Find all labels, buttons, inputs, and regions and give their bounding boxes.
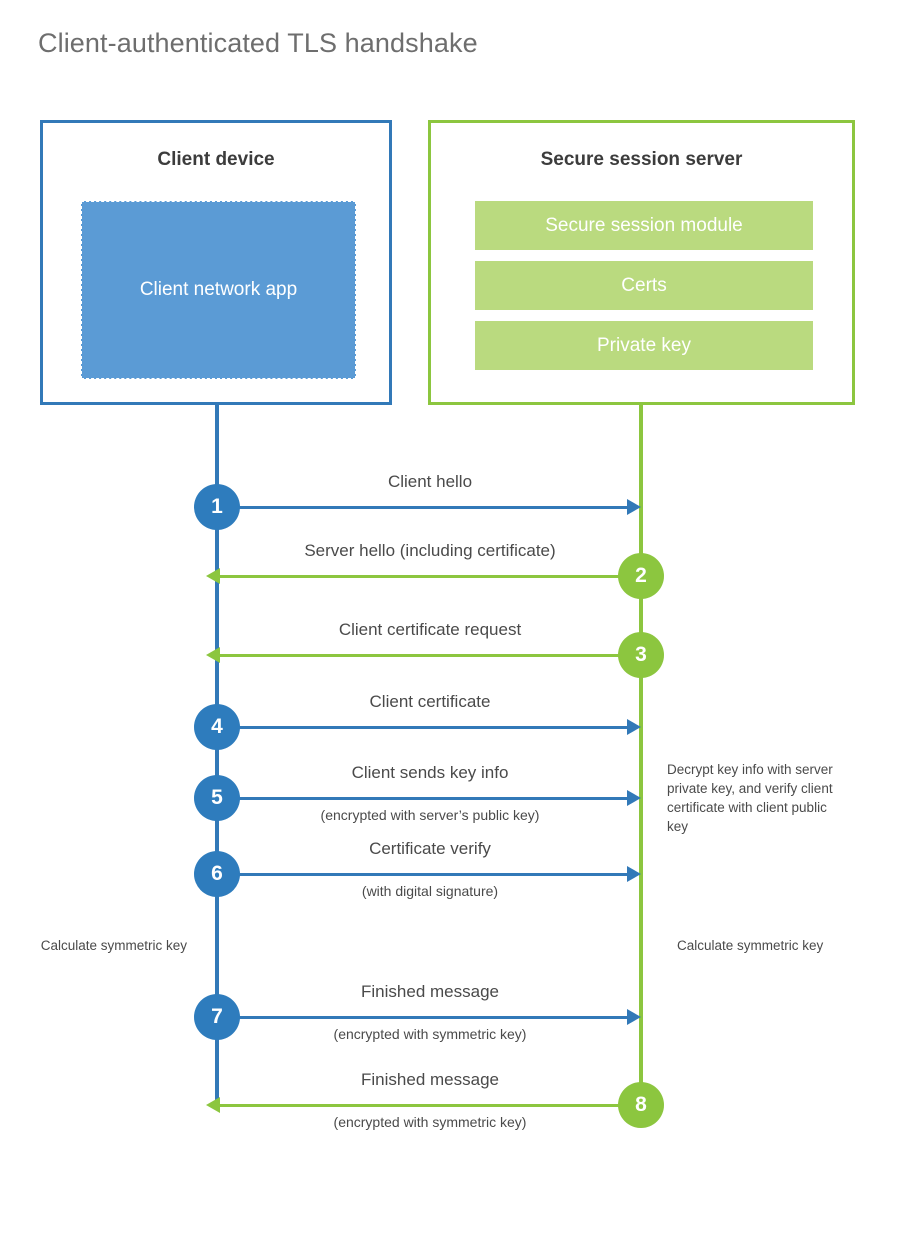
step-number-badge: 5 <box>194 775 240 821</box>
server-calculate-symmetric-key-note: Calculate symmetric key <box>677 938 824 953</box>
arrow-line <box>220 1104 640 1107</box>
step-label: Client certificate <box>369 692 491 711</box>
arrow-line <box>217 797 637 800</box>
client-calculate-symmetric-key-note: Calculate symmetric key <box>40 938 187 953</box>
server-component-bar: Secure session module <box>475 201 813 250</box>
server-decrypt-note: Decrypt key info with server private key… <box>667 762 833 835</box>
arrow-head-right-icon <box>627 1009 641 1025</box>
arrow-line <box>220 575 640 578</box>
server-component-bar: Private key <box>475 321 813 370</box>
arrow-line <box>217 1016 637 1019</box>
step-sublabel: (encrypted with symmetric key) <box>333 1114 527 1130</box>
step-number-badge: 6 <box>194 851 240 897</box>
step-number-badge: 2 <box>618 553 664 599</box>
step-sublabel: (with digital signature) <box>361 883 499 899</box>
arrow-head-right-icon <box>627 790 641 806</box>
step-label: Certificate verify <box>369 839 491 858</box>
server-component-bar: Certs <box>475 261 813 310</box>
page-title: Client-authenticated TLS handshake <box>38 28 478 58</box>
server-lifeline <box>639 405 643 1105</box>
step-number-badge: 4 <box>194 704 240 750</box>
step-sublabel: (encrypted with symmetric key) <box>333 1026 527 1042</box>
arrow-line <box>217 873 637 876</box>
step-label: Client certificate request <box>338 620 522 639</box>
step-label: Finished message <box>361 1070 499 1089</box>
arrow-head-right-icon <box>627 499 641 515</box>
step-label: Server hello (including certificate) <box>304 541 556 560</box>
arrow-line <box>217 726 637 729</box>
secure-session-server-box: Secure session server Secure session mod… <box>428 120 855 405</box>
client-device-title: Client device <box>157 149 275 170</box>
client-network-app-block: Client network app <box>81 201 356 379</box>
step-number-badge: 7 <box>194 994 240 1040</box>
step-number-badge: 1 <box>194 484 240 530</box>
step-number-badge: 8 <box>618 1082 664 1128</box>
arrow-head-left-icon <box>206 1097 220 1113</box>
step-label: Client hello <box>387 472 473 491</box>
step-label: Client sends key info <box>351 763 509 782</box>
arrow-line <box>217 506 637 509</box>
arrow-line <box>220 654 640 657</box>
step-sublabel: (encrypted with server’s public key) <box>320 807 540 823</box>
client-lifeline <box>215 405 219 1105</box>
arrow-head-left-icon <box>206 568 220 584</box>
step-number-badge: 3 <box>618 632 664 678</box>
client-device-box: Client device Client network app <box>40 120 392 405</box>
server-box-title: Secure session server <box>540 149 743 170</box>
arrow-head-right-icon <box>627 719 641 735</box>
arrow-head-left-icon <box>206 647 220 663</box>
step-label: Finished message <box>361 982 499 1001</box>
arrow-head-right-icon <box>627 866 641 882</box>
